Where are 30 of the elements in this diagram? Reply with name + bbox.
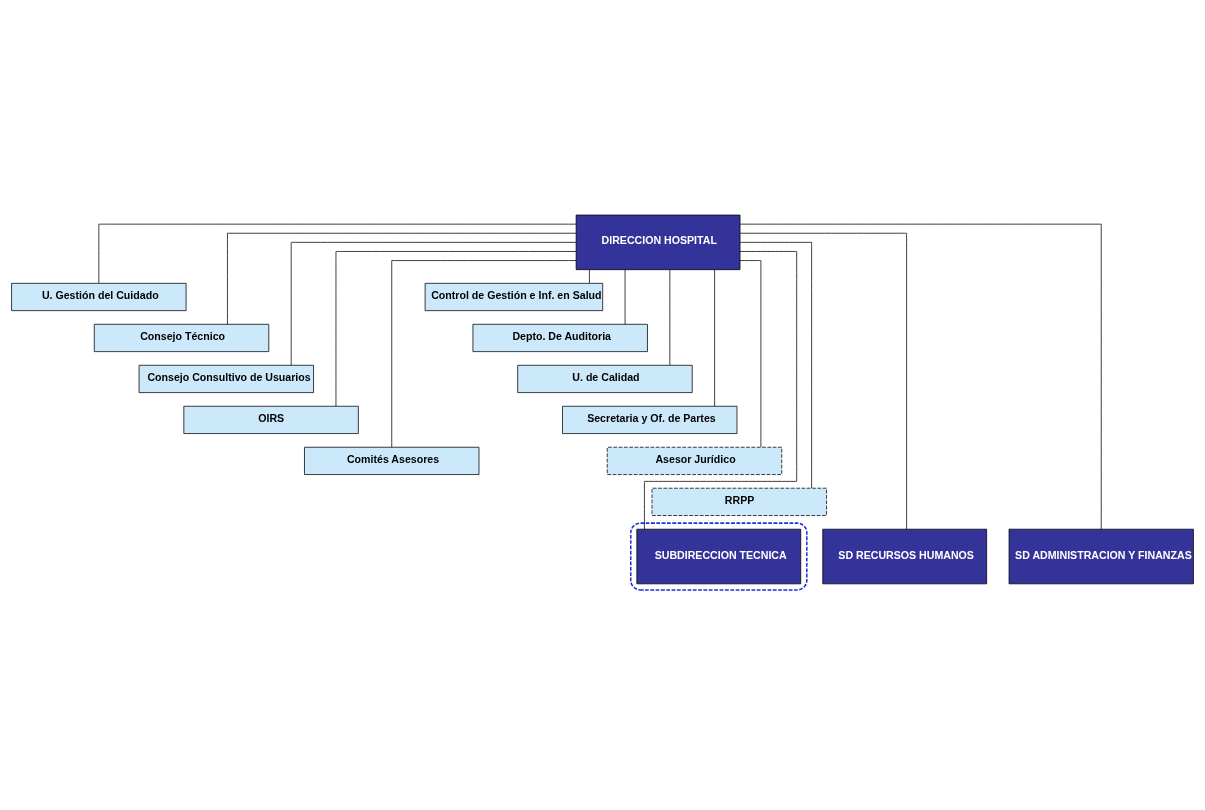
node-box: Consejo Técnico <box>93 323 270 352</box>
connector <box>290 241 577 365</box>
node-box: OIRS <box>183 405 359 434</box>
connector <box>644 250 798 530</box>
node-box: U. Gestión del Cuidado <box>11 282 187 311</box>
node-box: SUBDIRECCION TECNICA <box>636 528 802 584</box>
connector <box>227 232 577 325</box>
connector <box>391 259 577 447</box>
connector <box>98 223 577 284</box>
connector <box>739 241 812 488</box>
connector <box>335 250 577 406</box>
node-box: SD ADMINISTRACION Y FINANZAS <box>1008 528 1194 584</box>
node-box: Consejo Consultivo de Usuarios <box>138 364 314 393</box>
connector <box>739 223 1102 529</box>
connector <box>739 259 762 447</box>
node-box: RRPP <box>651 487 827 516</box>
cluster <box>630 521 808 591</box>
connector <box>714 268 715 407</box>
node-box: SD RECURSOS HUMANOS <box>822 528 988 584</box>
node-box: Control de Gestión e Inf. en Salud <box>424 282 604 311</box>
node-box: Comités Asesores <box>304 446 480 475</box>
node-box: Asesor Jurídico <box>606 446 783 475</box>
connector <box>624 268 626 324</box>
connector <box>669 269 671 365</box>
node-box: DIRECCION HOSPITAL <box>575 214 741 270</box>
connector <box>739 232 907 529</box>
node-box: U. de Calidad <box>517 364 693 393</box>
node-box: Secretaria y Of. de Partes <box>562 405 738 434</box>
connector <box>589 269 590 283</box>
node-box: Depto. De Auditoria <box>472 323 648 352</box>
